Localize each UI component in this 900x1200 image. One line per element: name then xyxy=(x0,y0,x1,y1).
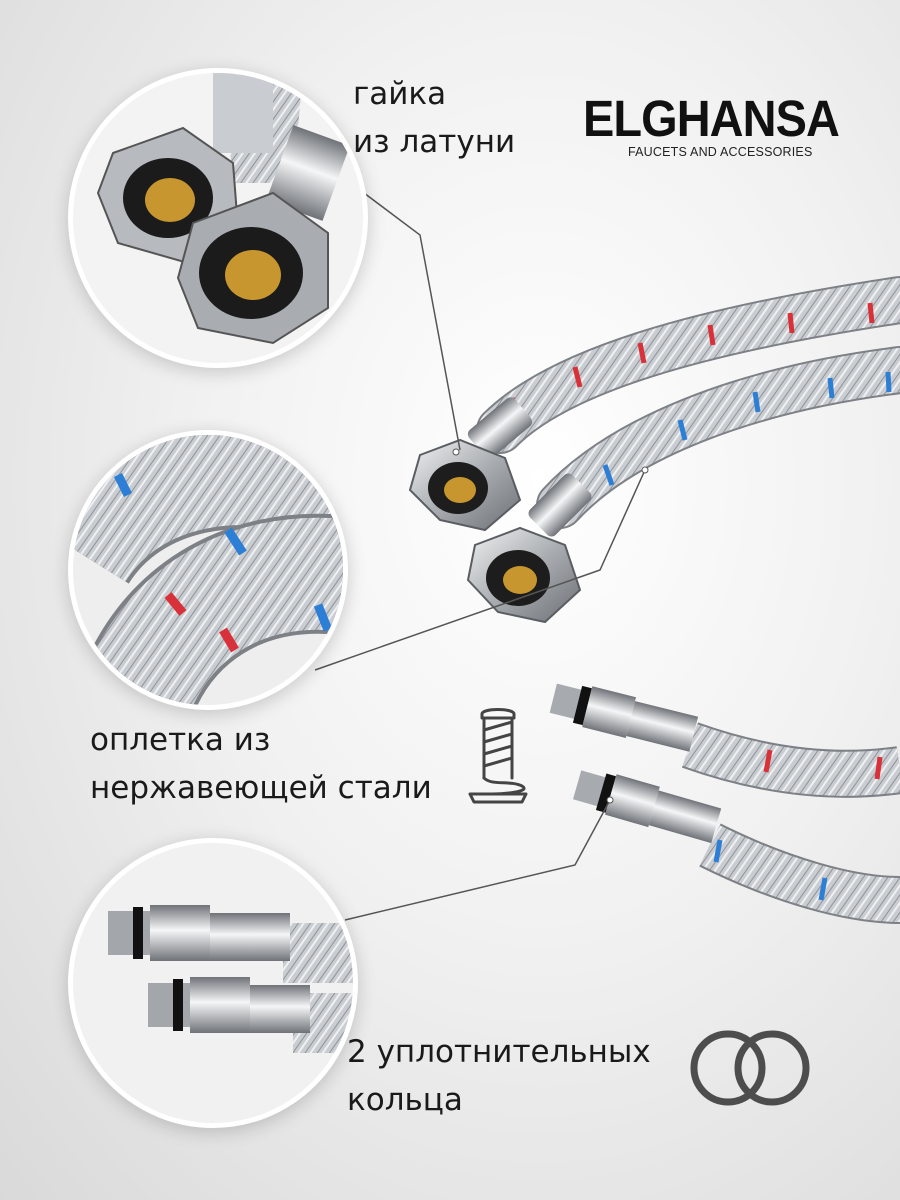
callout-line-braid xyxy=(314,469,646,671)
brand-logo: ELGHANSA FAUCETS AND ACCESSORIES xyxy=(583,90,840,160)
caption-line: кольца xyxy=(347,1082,463,1118)
caption-brass-nut: гайка из латуни xyxy=(353,70,515,166)
callout-line-nut xyxy=(359,189,461,451)
brand-name: ELGHANSA xyxy=(583,90,840,147)
caption-sealing-rings: 2 уплотнительных кольца xyxy=(347,1028,651,1124)
zoom-circle-nut xyxy=(68,68,368,368)
callout-line-rings xyxy=(344,799,611,921)
caption-steel-braid: оплетка из нержавеющей стали xyxy=(90,716,432,812)
zoom-circle-rings xyxy=(68,838,358,1128)
brand-tagline: FAUCETS AND ACCESSORIES xyxy=(628,145,813,159)
caption-line: из латуни xyxy=(353,124,516,160)
thread-spool-icon xyxy=(468,708,528,804)
o-rings-icon xyxy=(690,1030,810,1106)
caption-line: оплетка из xyxy=(90,722,271,758)
zoom-circle-braid xyxy=(68,430,348,710)
caption-line: 2 уплотнительных xyxy=(347,1034,651,1070)
caption-line: гайка xyxy=(353,76,447,112)
caption-line: нержавеющей стали xyxy=(90,770,432,806)
